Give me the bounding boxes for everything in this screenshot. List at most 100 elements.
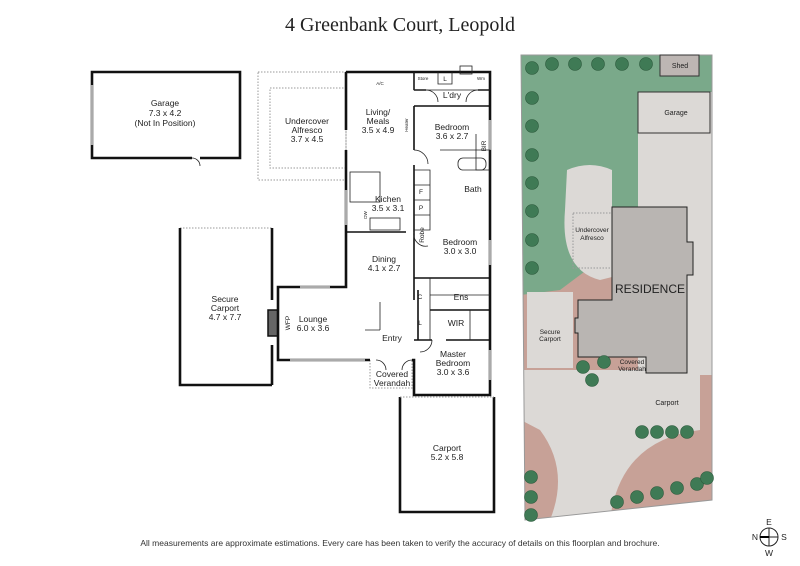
garage-note: (Not In Position) [135, 118, 196, 128]
verandah-label: Covered [376, 369, 408, 379]
site-alfresco-label-2: Alfresco [580, 235, 604, 242]
alfresco-label: Undercover [285, 116, 329, 126]
residence-site [574, 206, 694, 374]
shed-site [659, 54, 700, 77]
site-carport-label: Carport [655, 400, 678, 407]
ensuite-label: Ens [454, 292, 469, 302]
secure-carport-outline [178, 228, 274, 387]
tree-icon [524, 490, 538, 504]
bedroom1-label: Bedroom [435, 122, 470, 132]
robe-label: Robe [419, 227, 426, 243]
bathtub [457, 157, 487, 171]
ac-label: A/C [376, 81, 384, 86]
tree-icon [665, 425, 679, 439]
tree-icon [610, 495, 624, 509]
verandah-label-2: Verandah [374, 378, 411, 388]
laundry-linen-label: L [443, 76, 447, 83]
carport-paving [638, 375, 690, 430]
tree-icon [525, 148, 539, 162]
lounge-size: 6.0 x 3.6 [297, 323, 330, 333]
garage-door [191, 157, 201, 167]
tree-icon [545, 57, 559, 71]
store-label: Store [418, 76, 429, 81]
tree-icon [700, 471, 714, 485]
tree-icon [585, 373, 599, 387]
secure-carport-label-2: Carport [211, 303, 240, 313]
bedroom2-size: 3.0 x 3.0 [444, 246, 477, 256]
site-shed-label: Shed [672, 63, 688, 70]
site-secure-label-2: Carport [539, 336, 561, 343]
secure-carport-label: Secure [212, 294, 239, 304]
dining-label: Dining [372, 254, 396, 264]
kitchen-label: Kichen [375, 194, 401, 204]
site-garage-label: Garage [664, 110, 687, 117]
tree-icon [591, 57, 605, 71]
site-secure-label: Secure [540, 329, 561, 336]
tree-icon [525, 261, 539, 275]
carport-outline [398, 397, 496, 514]
living-label: Living/ [366, 107, 391, 117]
garage-size: 7.3 x 4.2 [149, 108, 182, 118]
kitchen-bench [349, 171, 381, 203]
bedroom2-label: Bedroom [443, 237, 478, 247]
tree-icon [670, 481, 684, 495]
tree-icon [525, 204, 539, 218]
dining-size: 4.1 x 2.7 [368, 263, 401, 273]
cooktop [369, 217, 401, 231]
tree-icon [524, 470, 538, 484]
carport-size: 5.2 x 5.8 [431, 452, 464, 462]
site-verandah-label: Covered [620, 359, 645, 366]
tree-icon [597, 355, 611, 369]
compass-s: S [781, 532, 787, 542]
tree-icon [525, 119, 539, 133]
tree-icon [650, 425, 664, 439]
entry-label: Entry [382, 333, 403, 343]
tree-icon [576, 360, 590, 374]
site-verandah-label-2: Verandah [618, 366, 646, 373]
wfp-label: WFP [285, 316, 292, 330]
siteplan: Shed Garage Undercover Alfresco RESIDENC… [520, 54, 714, 522]
master-size: 3.0 x 3.6 [437, 367, 470, 377]
carport-label: Carport [433, 443, 462, 453]
tree-icon [525, 176, 539, 190]
living-size: 3.5 x 4.9 [362, 125, 395, 135]
tree-icon [525, 61, 539, 75]
lounge-label: Lounge [299, 314, 328, 324]
tree-icon [568, 57, 582, 71]
sink [459, 65, 473, 75]
verandah-outline [369, 360, 413, 389]
pantry-label: P [419, 205, 423, 212]
tree-icon [650, 486, 664, 500]
garage-label: Garage [151, 98, 180, 108]
master-label-2: Bedroom [436, 358, 471, 368]
disclaimer: All measurements are approximate estimat… [140, 538, 660, 548]
cupboard-label: C [418, 294, 423, 301]
page-title: 4 Greenbank Court, Leopold [285, 14, 515, 36]
lot-boundary [520, 54, 713, 521]
trees [524, 57, 714, 522]
wir-label: WIR [448, 318, 465, 328]
compass-n: N [752, 532, 758, 542]
tree-icon [525, 91, 539, 105]
living-label-2: Meals [367, 116, 390, 126]
secure-carport-size: 4.7 x 7.7 [209, 312, 242, 322]
compass-e: E [766, 517, 772, 527]
wm-label: Wm [477, 76, 485, 81]
laundry-label: L'dry [443, 90, 462, 100]
linen-label: L [418, 320, 422, 327]
tree-icon [615, 57, 629, 71]
fireplace [267, 309, 279, 337]
bath-label: Bath [464, 184, 482, 194]
tree-icon [680, 425, 694, 439]
garage-site [637, 91, 711, 134]
bedroom1-size: 3.6 x 2.7 [436, 131, 469, 141]
tree-icon [639, 57, 653, 71]
heater-label: Heater [404, 118, 409, 132]
fridge-label: F [419, 189, 423, 196]
compass-w: W [765, 548, 773, 558]
alfresco-size: 3.7 x 4.5 [291, 134, 324, 144]
tree-icon [690, 477, 704, 491]
tree-icon [635, 425, 649, 439]
garage-outline [90, 70, 242, 160]
